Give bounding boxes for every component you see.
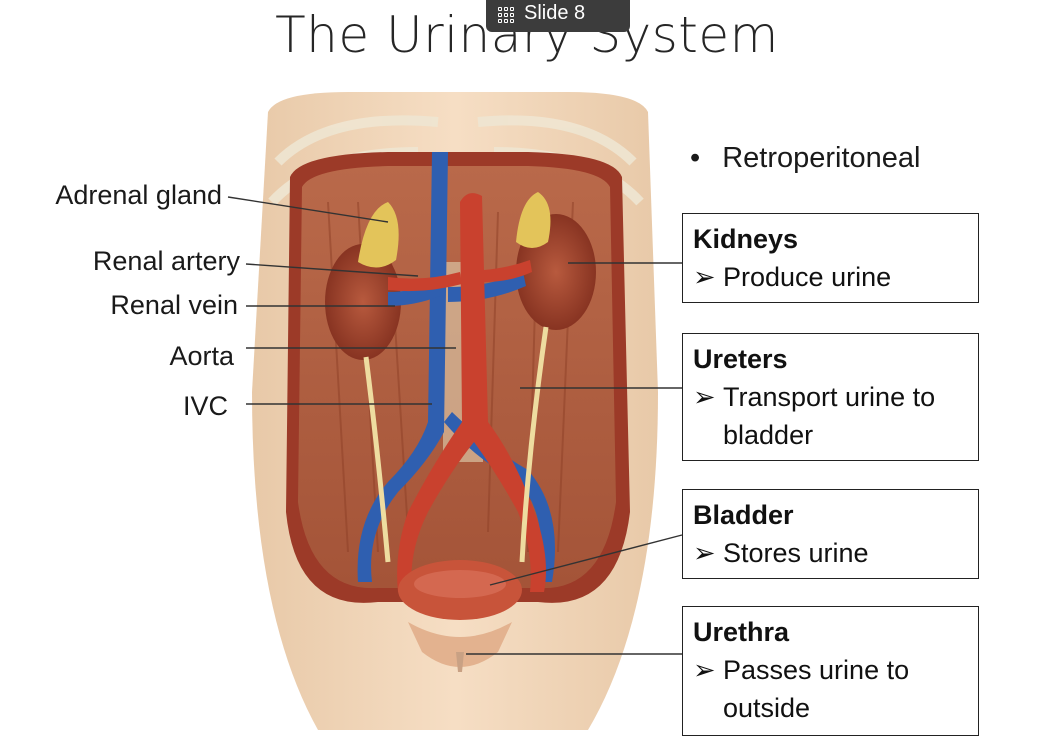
box-ureters: Ureters ➢ Transport urine to bladder bbox=[682, 333, 979, 461]
bullet-text: Retroperitoneal bbox=[722, 142, 921, 174]
slide-indicator-label: Slide 8 bbox=[524, 1, 586, 24]
arrow-bullet-icon: ➢ bbox=[693, 655, 716, 685]
arrow-bullet-icon: ➢ bbox=[693, 538, 716, 568]
box-bladder: Bladder ➢ Stores urine bbox=[682, 489, 979, 579]
arrow-bullet-icon: ➢ bbox=[693, 262, 716, 292]
label-ivc: IVC bbox=[182, 391, 228, 421]
urinary-system-illustration bbox=[252, 92, 658, 730]
box-bladder-title: Bladder bbox=[693, 500, 794, 530]
box-urethra-line2: outside bbox=[723, 693, 811, 723]
label-renal-artery: Renal artery bbox=[92, 246, 240, 276]
box-urethra-title: Urethra bbox=[693, 617, 790, 647]
box-ureters-title: Ureters bbox=[693, 344, 788, 374]
box-kidneys-text: Produce urine bbox=[723, 262, 892, 292]
bullet-retroperitoneal: • Retroperitoneal bbox=[690, 142, 921, 175]
box-kidneys-title: Kidneys bbox=[693, 224, 799, 254]
label-aorta: Aorta bbox=[169, 341, 234, 371]
label-adrenal-gland: Adrenal gland bbox=[55, 180, 222, 210]
box-kidneys: Kidneys ➢ Produce urine bbox=[682, 213, 979, 303]
grid-icon bbox=[498, 7, 514, 23]
label-renal-vein: Renal vein bbox=[110, 290, 238, 320]
slide-indicator[interactable]: Slide 8 bbox=[486, 0, 630, 32]
box-bladder-text: Stores urine bbox=[723, 538, 869, 568]
box-urethra-line1: Passes urine to bbox=[723, 655, 910, 685]
box-urethra-text: Passes urine to outside bbox=[723, 651, 909, 727]
box-ureters-line2: bladder bbox=[723, 420, 814, 450]
box-urethra: Urethra ➢ Passes urine to outside bbox=[682, 606, 979, 736]
box-ureters-text: Transport urine to bladder bbox=[723, 378, 935, 454]
bullet-dot-icon: • bbox=[690, 142, 701, 174]
arrow-bullet-icon: ➢ bbox=[693, 382, 716, 412]
box-ureters-line1: Transport urine to bbox=[723, 382, 936, 412]
